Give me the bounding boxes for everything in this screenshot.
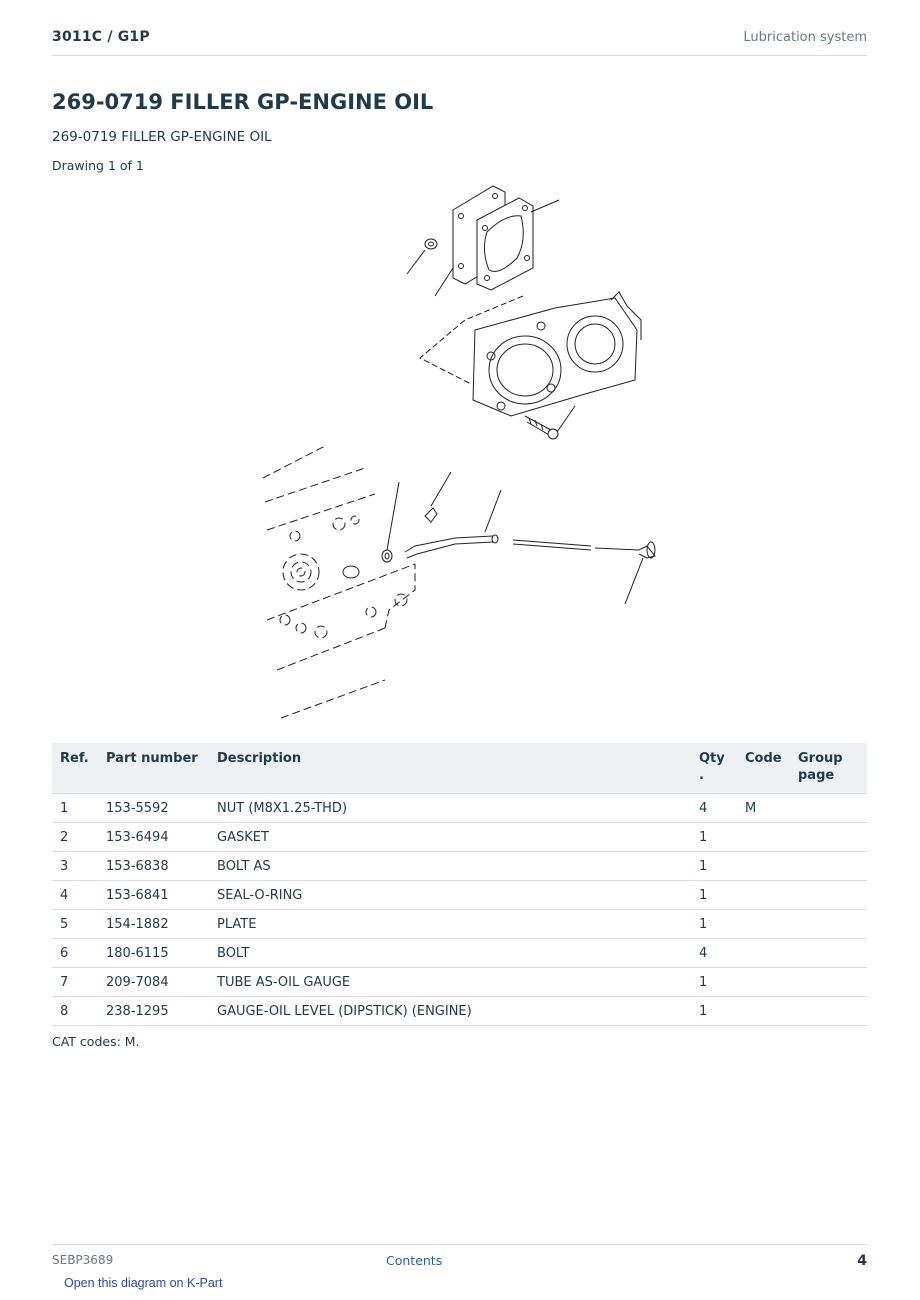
exploded-parts-diagram <box>262 185 656 719</box>
drawing-label: Drawing 1 of 1 <box>52 158 144 173</box>
cell-part-number: 153-5592 <box>98 793 209 823</box>
col-header-ref: Ref. <box>52 743 98 794</box>
cell-description: NUT (M8X1.25-THD) <box>209 793 691 823</box>
cell-ref: 2 <box>52 822 98 852</box>
cell-code <box>737 822 790 852</box>
cell-group-page <box>790 996 867 1026</box>
cell-part-number: 153-6494 <box>98 822 209 852</box>
cell-code <box>737 851 790 881</box>
cell-qty: 4 <box>691 793 737 823</box>
cell-description: BOLT <box>209 938 691 968</box>
contents-link[interactable]: Contents <box>386 1253 443 1268</box>
cell-code <box>737 938 790 968</box>
cell-qty: 1 <box>691 996 737 1026</box>
cell-group-page <box>790 880 867 910</box>
cell-group-page <box>790 909 867 939</box>
header-divider <box>52 55 867 56</box>
table-row: 1 153-5592 NUT (M8X1.25-THD) 4 M <box>52 793 867 823</box>
col-header-description: Description <box>209 743 691 794</box>
cell-part-number: 153-6838 <box>98 851 209 881</box>
cell-description: GASKET <box>209 822 691 852</box>
header-section: Lubrication system <box>743 30 867 45</box>
cell-qty: 1 <box>691 822 737 852</box>
cell-code <box>737 996 790 1026</box>
cell-ref: 3 <box>52 851 98 881</box>
cell-code <box>737 880 790 910</box>
cell-group-page <box>790 822 867 852</box>
cell-ref: 6 <box>52 938 98 968</box>
cell-description: BOLT AS <box>209 851 691 881</box>
engine-block-drawing <box>262 445 416 719</box>
bolt-drawing <box>524 405 576 440</box>
col-header-group-page: Group page <box>790 743 867 794</box>
table-row: 7 209-7084 TUBE AS-OIL GAUGE 1 <box>52 967 867 997</box>
cell-qty: 1 <box>691 880 737 910</box>
cell-ref: 7 <box>52 967 98 997</box>
cell-part-number: 153-6841 <box>98 880 209 910</box>
cell-group-page <box>790 938 867 968</box>
cell-ref: 8 <box>52 996 98 1026</box>
cell-description: TUBE AS-OIL GAUGE <box>209 967 691 997</box>
cat-codes-note: CAT codes: M. <box>52 1034 140 1049</box>
cell-ref: 5 <box>52 909 98 939</box>
cell-qty: 4 <box>691 938 737 968</box>
cell-part-number: 180-6115 <box>98 938 209 968</box>
col-header-part-number: Part number <box>98 743 209 794</box>
table-row: 3 153-6838 BOLT AS 1 <box>52 851 867 881</box>
table-row: 2 153-6494 GASKET 1 <box>52 822 867 852</box>
cell-code: M <box>737 793 790 823</box>
table-row: 5 154-1882 PLATE 1 <box>52 909 867 939</box>
table-row: 6 180-6115 BOLT 4 <box>52 938 867 968</box>
cell-qty: 1 <box>691 967 737 997</box>
tube-drawing <box>342 471 502 579</box>
kpart-diagram-link[interactable]: Open this diagram on K-Part <box>64 1276 223 1290</box>
cell-part-number: 238-1295 <box>98 996 209 1026</box>
header-model: 3011C / G1P <box>52 29 150 45</box>
page-number: 4 <box>857 1253 867 1269</box>
cell-part-number: 154-1882 <box>98 909 209 939</box>
col-header-code: Code <box>737 743 790 794</box>
col-header-qty: Qty . <box>691 743 737 794</box>
cell-ref: 1 <box>52 793 98 823</box>
gasket-drawing <box>476 197 534 291</box>
cell-description: SEAL-O-RING <box>209 880 691 910</box>
cell-group-page <box>790 851 867 881</box>
cell-description: GAUGE-OIL LEVEL (DIPSTICK) (ENGINE) <box>209 996 691 1026</box>
footer-doc-id: SEBP3689 <box>52 1253 114 1267</box>
dipstick-drawing <box>512 539 656 605</box>
cell-group-page <box>790 793 867 823</box>
cell-code <box>737 909 790 939</box>
table-row: 8 238-1295 GAUGE-OIL LEVEL (DIPSTICK) (E… <box>52 996 867 1026</box>
table-row: 4 153-6841 SEAL-O-RING 1 <box>52 880 867 910</box>
cell-qty: 1 <box>691 851 737 881</box>
cell-ref: 4 <box>52 880 98 910</box>
page-title: 269-0719 FILLER GP-ENGINE OIL <box>52 90 434 114</box>
nut-drawing <box>424 238 438 250</box>
cell-description: PLATE <box>209 909 691 939</box>
cell-part-number: 209-7084 <box>98 967 209 997</box>
cell-group-page <box>790 967 867 997</box>
footer-divider <box>52 1244 867 1245</box>
parts-table: Ref. Part number Description Qty . Code … <box>52 743 867 1026</box>
cell-code <box>737 967 790 997</box>
cell-qty: 1 <box>691 909 737 939</box>
page-subtitle: 269-0719 FILLER GP-ENGINE OIL <box>52 129 272 145</box>
filler-housing-drawing <box>472 291 642 417</box>
